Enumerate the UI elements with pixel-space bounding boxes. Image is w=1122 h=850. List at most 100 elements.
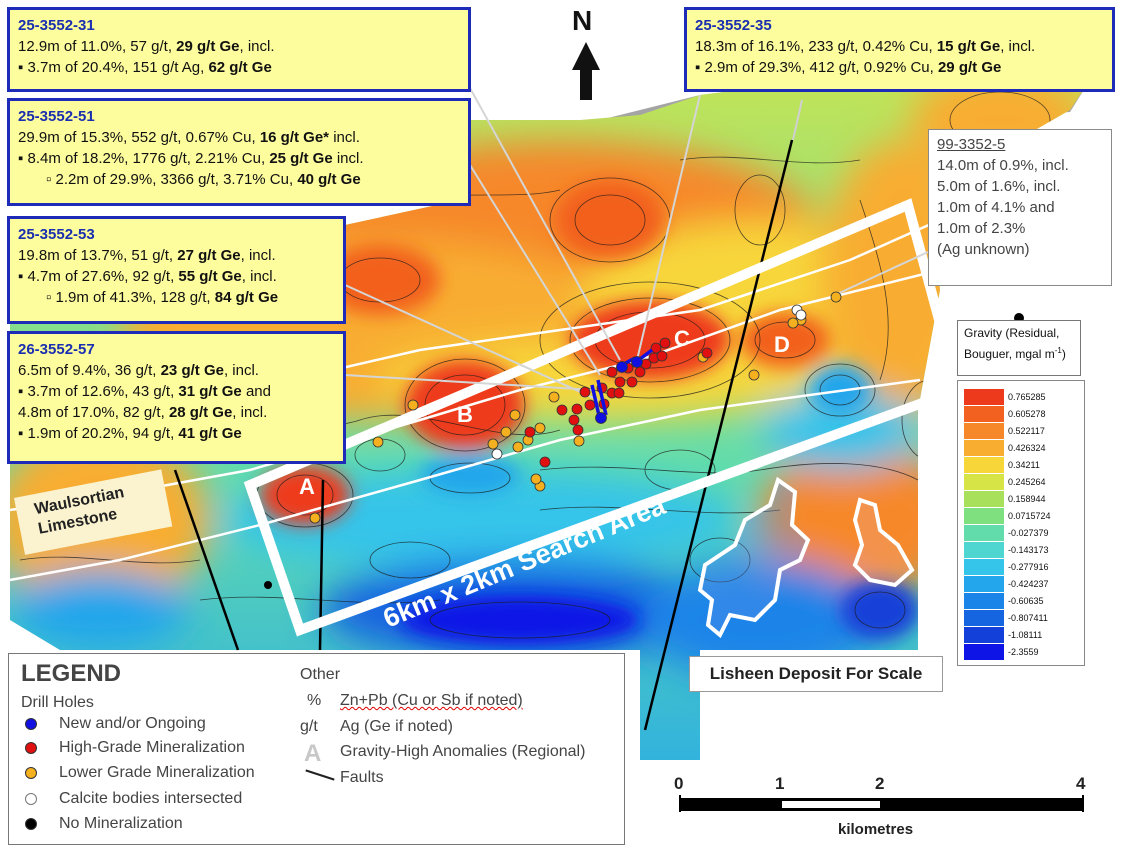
gravity-swatch: [964, 491, 1004, 507]
legend-dot-calcite: [25, 793, 37, 805]
intercept-line: ▪ 8.4m of 18.2%, 1776 g/t, 2.21% Cu, 25 …: [18, 150, 364, 167]
gravity-value: -0.277916: [1008, 562, 1049, 572]
drill-hole: [584, 399, 596, 411]
legend-dot-new: [25, 718, 37, 730]
gravity-scale-row: 0.426324: [964, 440, 1078, 457]
legend-item-label: Lower Grade Mineralization: [59, 764, 255, 781]
hole-id: 25-3552-35: [695, 17, 772, 34]
drill-hole: [656, 350, 668, 362]
scale-tick: 1: [775, 774, 785, 793]
callout-25-3552-53: 25-3552-53 19.8m of 13.7%, 51 g/t, 27 g/…: [8, 217, 345, 323]
legend-dot-high-grade: [25, 742, 37, 754]
scale-unit: kilometres: [838, 821, 914, 838]
gravity-value: 0.34211: [1008, 460, 1040, 470]
gravity-swatch: [964, 644, 1004, 660]
callout-26-3552-57: 26-3552-57 6.5m of 9.4%, 36 g/t, 23 g/t …: [8, 332, 345, 463]
intercept-line: ▪ 3.7m of 12.6%, 43 g/t, 31 g/t Ge and: [18, 383, 271, 400]
drill-hole: [264, 581, 272, 589]
legend-item-label: No Mineralization: [59, 815, 183, 832]
legend-other-label: Faults: [340, 769, 384, 786]
north-label: N: [572, 5, 592, 36]
drill-hole: [556, 404, 568, 416]
drill-hole: [571, 403, 583, 415]
drill-hole: [701, 347, 713, 359]
intercept-line: ▪ 2.9m of 29.3%, 412 g/t, 0.92% Cu, 29 g…: [695, 59, 1002, 76]
hole-id: 25-3552-31: [18, 17, 95, 34]
gravity-value: -0.424237: [1008, 579, 1049, 589]
hole-id: 26-3552-57: [18, 341, 95, 358]
legend-item-label: Calcite bodies intersected: [59, 790, 243, 807]
anomaly-label: B: [457, 402, 473, 427]
gravity-value: -0.143173: [1008, 545, 1049, 555]
drill-hole: [572, 424, 584, 436]
intercept-line: (Ag unknown): [937, 241, 1030, 258]
legend-other-label: Gravity-High Anomalies (Regional): [340, 743, 586, 760]
intercept-line: 6.5m of 9.4%, 36 g/t, 23 g/t Ge, incl.: [18, 362, 259, 379]
drill-hole: [579, 386, 591, 398]
gravity-legend-title: Gravity (Residual, Bouguer, mgal m-1): [957, 320, 1081, 376]
gravity-scale-row: 0.522117: [964, 423, 1078, 440]
drill-hole: [548, 391, 560, 403]
legend-other-label: Zn+Pb (Cu or Sb if noted): [340, 692, 523, 709]
drill-hole: [407, 399, 419, 411]
scale-bar: [679, 795, 1084, 812]
gravity-value: -0.807411: [1008, 613, 1048, 623]
intercept-line: 1.0m of 4.1% and: [937, 199, 1055, 216]
gravity-scale-row: -0.807411: [964, 610, 1078, 627]
gravity-scale-row: 0.245264: [964, 474, 1078, 491]
drill-hole: [613, 387, 625, 399]
drill-holes-heading: Drill Holes: [21, 694, 94, 711]
gravity-scale-row: -0.027379: [964, 525, 1078, 542]
intercept-line: 14.0m of 0.9%, incl.: [937, 157, 1069, 174]
anomaly-label: C: [674, 326, 690, 351]
gravity-scale-row: -0.424237: [964, 576, 1078, 593]
gravity-scale-row: 0.34211: [964, 457, 1078, 474]
gravity-value: -1.08111: [1008, 630, 1043, 640]
gravity-swatch: [964, 423, 1004, 439]
gravity-swatch: [964, 542, 1004, 558]
drill-hole: [795, 309, 807, 321]
intercept-line: 29.9m of 15.3%, 552 g/t, 0.67% Cu, 16 g/…: [18, 129, 360, 146]
drill-hole: [524, 426, 536, 438]
gravity-swatch: [964, 457, 1004, 473]
drill-hole: [530, 473, 542, 485]
gravity-swatch: [964, 576, 1004, 592]
drill-holes: [264, 291, 1024, 589]
hole-id: 99-3352-5: [937, 136, 1006, 153]
drill-hole: [614, 376, 626, 388]
intercept-line: 12.9m of 11.0%, 57 g/t, 29 g/t Ge, incl.: [18, 38, 275, 55]
gravity-scale-row: 0.605278: [964, 406, 1078, 423]
drill-hole: [309, 512, 321, 524]
gravity-value: 0.522117: [1008, 426, 1045, 436]
gravity-scale-row: -1.08111: [964, 627, 1078, 644]
anomaly-labels: A B C D: [299, 326, 790, 499]
drill-hole: [606, 366, 618, 378]
gravity-swatch: [964, 440, 1004, 456]
anomaly-label: D: [774, 332, 790, 357]
gravity-value: 0.426324: [1008, 443, 1046, 453]
hole-id: 25-3552-51: [18, 108, 95, 125]
intercept-line: ▪ 3.7m of 20.4%, 151 g/t Ag, 62 g/t Ge: [18, 59, 272, 76]
callout-25-3552-31: 25-3552-31 12.9m of 11.0%, 57 g/t, 29 g/…: [8, 8, 470, 91]
north-arrow: N: [572, 5, 600, 100]
drill-hole: [539, 456, 551, 468]
drill-hole: [372, 436, 384, 448]
drill-hole: [748, 369, 760, 381]
gravity-swatch: [964, 593, 1004, 609]
intercept-line: ▫ 2.2m of 29.9%, 3366 g/t, 3.71% Cu, 40 …: [46, 171, 361, 188]
intercept-line: 5.0m of 1.6%, incl.: [937, 178, 1061, 195]
lisheen-outline: [697, 476, 915, 639]
drill-hole: [534, 422, 546, 434]
callout-leaders: [344, 87, 929, 401]
hole-id: 25-3552-53: [18, 226, 95, 243]
scale-tick: 0: [674, 774, 684, 793]
gravity-swatch: [964, 474, 1004, 490]
gravity-value: -2.3559: [1008, 647, 1039, 657]
legend-dot-lower-grade: [25, 767, 37, 779]
drill-hole: [568, 414, 580, 426]
gravity-value: -0.027379: [1008, 528, 1049, 538]
drill-hole: [631, 356, 643, 368]
legend-symbol: g/t: [300, 718, 318, 735]
other-heading: Other: [300, 666, 341, 683]
